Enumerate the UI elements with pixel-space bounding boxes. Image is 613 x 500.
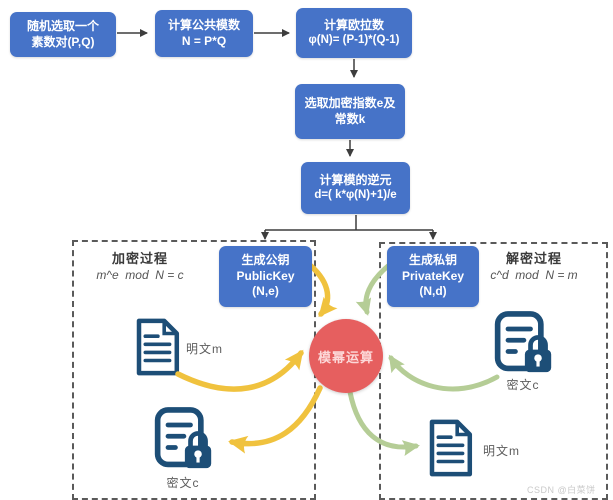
- plaintext-document-icon: [130, 315, 184, 379]
- step-select-primes: 随机选取一个 素数对(P,Q): [10, 12, 116, 57]
- connector-step5-split: [265, 215, 433, 231]
- decryption-zone: [379, 242, 608, 500]
- enc-ciphertext-label: 密文c: [166, 476, 200, 490]
- step-text: 计算模的逆元: [319, 172, 392, 187]
- enc-plaintext-label: 明文m: [186, 342, 223, 356]
- step-compute-euler: 计算欧拉数 φ(N)= (P-1)*(Q-1): [296, 8, 412, 58]
- key-text: (N,e): [252, 284, 279, 299]
- locked-document-icon: [152, 406, 214, 474]
- key-text: PrivateKey: [401, 268, 465, 283]
- encryption-zone-title: 加密过程: [111, 251, 168, 266]
- public-key-box: 生成公钥 PublicKey (N,e): [219, 246, 312, 307]
- watermark: CSDN @白菜饼: [527, 485, 596, 495]
- step-text: 选取加密指数e及: [304, 95, 396, 110]
- decryption-zone-title: 解密过程: [505, 251, 562, 266]
- plaintext-document-icon: [423, 416, 477, 480]
- step-compute-inverse: 计算模的逆元 d=( k*φ(N)+1)/e: [301, 162, 410, 214]
- locked-document-icon: [492, 310, 554, 378]
- decryption-formula: c^d mod N = m: [490, 268, 578, 282]
- modular-exponentiation-node: 模幂运算: [309, 319, 383, 393]
- step-text: N = P*Q: [181, 33, 227, 48]
- step-text: d=( k*φ(N)+1)/e: [314, 189, 397, 202]
- step-text: 随机选取一个: [26, 18, 99, 33]
- step-text: 计算欧拉数: [323, 17, 384, 32]
- modexp-label: 模幂运算: [317, 349, 374, 365]
- dec-plaintext-label: 明文m: [483, 444, 520, 458]
- key-text: 生成公钥: [241, 252, 290, 267]
- step-text: 常数k: [334, 111, 366, 126]
- key-text: 生成私钥: [408, 252, 457, 267]
- encryption-formula: m^e mod N = c: [96, 268, 184, 282]
- key-text: (N,d): [419, 284, 447, 299]
- step-text: 素数对(P,Q): [31, 34, 95, 49]
- dec-ciphertext-label: 密文c: [506, 378, 540, 392]
- private-key-box: 生成私钥 PrivateKey (N,d): [387, 246, 479, 307]
- key-text: PublicKey: [236, 268, 295, 283]
- step-text: φ(N)= (P-1)*(Q-1): [308, 34, 400, 47]
- step-compute-modulus: 计算公共模数 N = P*Q: [155, 10, 253, 57]
- step-select-exponent: 选取加密指数e及 常数k: [295, 84, 405, 139]
- step-text: 计算公共模数: [167, 17, 240, 32]
